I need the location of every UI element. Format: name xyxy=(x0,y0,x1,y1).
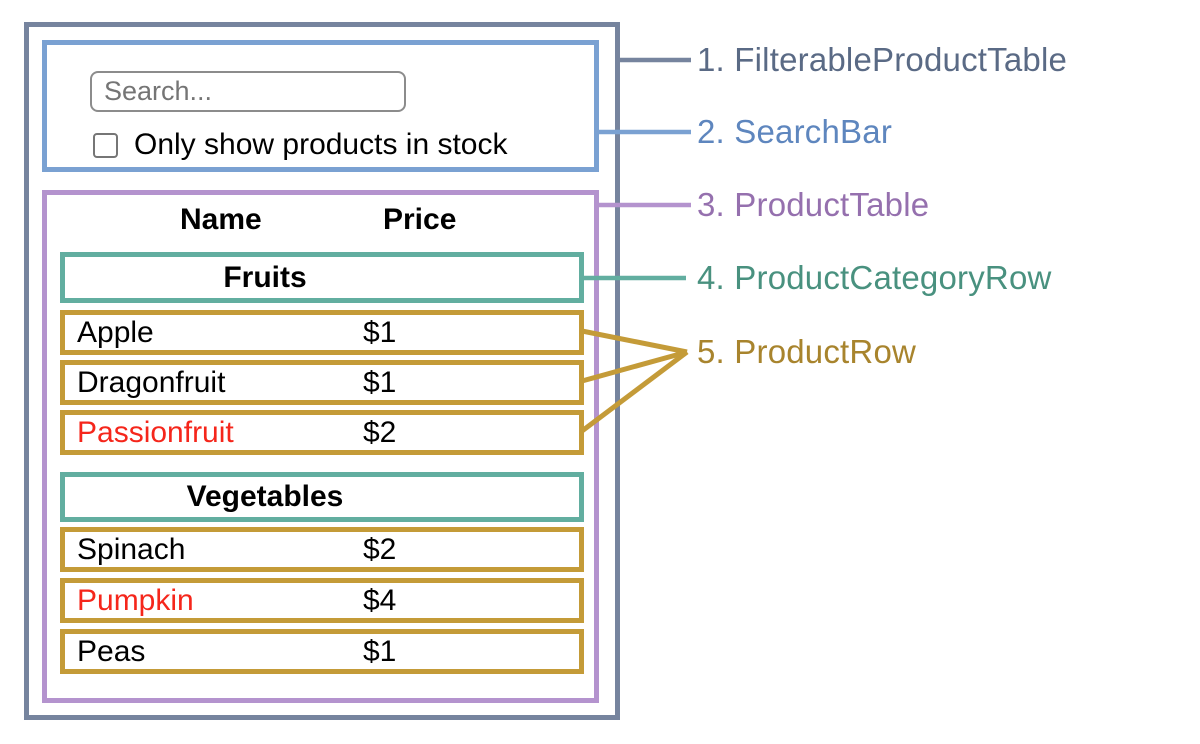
product-name: Passionfruit xyxy=(77,415,234,449)
product-row: Passionfruit $2 xyxy=(60,410,584,455)
label-filterable-product-table: 1. FilterableProductTable xyxy=(697,41,1068,78)
product-row: Dragonfruit $1 xyxy=(60,360,584,405)
label-search-bar: 2. SearchBar xyxy=(697,113,893,150)
label-product-table: 3. ProductTable xyxy=(697,186,930,223)
product-name: Apple xyxy=(77,315,154,349)
category-row-fruits: Fruits xyxy=(60,252,584,303)
product-name: Dragonfruit xyxy=(77,365,226,399)
in-stock-checkbox-label: Only show products in stock xyxy=(134,128,508,161)
category-label: Vegetables xyxy=(186,480,344,513)
product-price: $2 xyxy=(363,532,397,566)
product-price: $2 xyxy=(363,415,397,449)
category-row-vegetables: Vegetables xyxy=(60,472,584,522)
product-row: Spinach $2 xyxy=(60,527,584,572)
label-product-category-row: 4. ProductCategoryRow xyxy=(697,259,1052,296)
product-price: $4 xyxy=(363,583,397,617)
in-stock-checkbox[interactable] xyxy=(93,132,118,158)
search-input[interactable] xyxy=(90,71,406,112)
product-row: Peas $1 xyxy=(60,629,584,674)
product-price: $1 xyxy=(363,365,397,399)
product-name: Peas xyxy=(77,634,146,668)
column-header-name: Name xyxy=(180,203,262,236)
product-price: $1 xyxy=(363,315,397,349)
product-price: $1 xyxy=(363,634,397,668)
product-row: Pumpkin $4 xyxy=(60,578,584,623)
label-product-row: 5. ProductRow xyxy=(697,333,917,370)
column-header-price: Price xyxy=(383,203,457,236)
category-label: Fruits xyxy=(223,260,307,294)
product-row: Apple $1 xyxy=(60,310,584,355)
product-name: Pumpkin xyxy=(77,583,194,617)
product-name: Spinach xyxy=(77,532,186,566)
stock-filter-row: Only show products in stock xyxy=(93,128,508,162)
